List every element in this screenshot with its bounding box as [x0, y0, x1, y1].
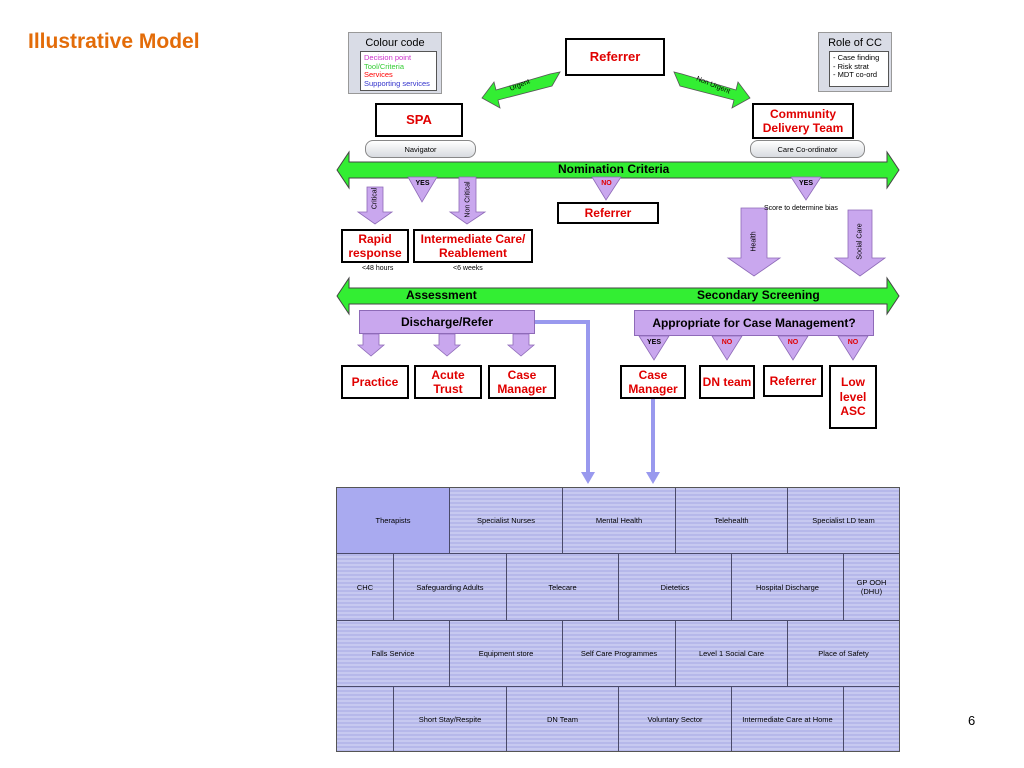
acute-arrow: [432, 333, 462, 357]
assessment-band: [336, 276, 900, 316]
no-mid-arrow: [591, 176, 622, 201]
case-manager-box-left: Case Manager: [488, 365, 556, 399]
legend-decision-point: Decision point: [364, 53, 412, 62]
spa-box: SPA: [375, 103, 463, 137]
services-row-1: Therapists Specialist Nurses Mental Heal…: [337, 488, 899, 554]
practice-box: Practice: [341, 365, 409, 399]
case-manager-arrow: [506, 333, 536, 357]
service-empty: [844, 687, 899, 751]
health-label: Health: [750, 231, 758, 252]
service-place-of-safety: Place of Safety: [788, 621, 899, 687]
answer-no-2-arrow: [777, 335, 809, 361]
service-voluntary-sector: Voluntary Sector: [619, 687, 732, 751]
referrer-box-mid: Referrer: [557, 202, 659, 224]
yes-right-tag: YES: [798, 180, 813, 187]
score-note: Score to determine bias: [764, 205, 838, 212]
nomination-band: [336, 150, 900, 190]
discharge-refer-bar: Discharge/Refer: [359, 310, 535, 334]
urgent-arrow: [481, 71, 561, 109]
services-row-3: Falls Service Equipment store Self Care …: [337, 621, 899, 687]
rapid-response-box: Rapid response: [341, 229, 409, 263]
answer-no-tag: NO: [787, 339, 799, 346]
secondary-screening-label: Secondary Screening: [697, 288, 820, 302]
role-item: - Risk strat: [833, 61, 869, 71]
dn-team-box: DN team: [699, 365, 755, 399]
service-self-care-programmes: Self Care Programmes: [563, 621, 676, 687]
service-mental-health: Mental Health: [563, 488, 676, 554]
yes-left-arrow: [407, 176, 438, 203]
service-gp-ooh: GP OOH (DHU): [844, 554, 899, 621]
service-equipment-store: Equipment store: [450, 621, 563, 687]
practice-arrow: [356, 333, 386, 357]
social-care-label: Social Care: [856, 223, 864, 260]
service-telecare: Telecare: [507, 554, 619, 621]
role-of-cc-legend: Role of CC - Case finding - Risk strat -…: [818, 32, 892, 92]
legend-services: Services: [364, 70, 393, 79]
referrer-box-right: Referrer: [763, 365, 823, 397]
acute-trust-box: Acute Trust: [414, 365, 482, 399]
page-title: Illustrative Model: [28, 30, 200, 53]
answer-yes-arrow: [638, 335, 670, 361]
low-level-asc-box: Low level ASC: [829, 365, 877, 429]
legend-supporting-services: Supporting services: [364, 78, 430, 88]
case-manager-box-right: Case Manager: [620, 365, 686, 399]
service-falls-service: Falls Service: [337, 621, 450, 687]
service-empty: [337, 687, 394, 751]
community-delivery-team-box: Community Delivery Team: [752, 103, 854, 139]
service-safeguarding-adults: Safeguarding Adults: [394, 554, 507, 621]
answer-no-tag: NO: [847, 339, 859, 346]
service-dietetics: Dietetics: [619, 554, 732, 621]
role-item: - Case finding: [833, 53, 880, 62]
answer-no-tag: NO: [721, 339, 733, 346]
service-hospital-discharge: Hospital Discharge: [732, 554, 844, 621]
health-arrow: [726, 207, 782, 277]
answer-no-3-arrow: [837, 335, 869, 361]
services-grid: Therapists Specialist Nurses Mental Heal…: [336, 487, 900, 752]
service-specialist-nurses: Specialist Nurses: [450, 488, 563, 554]
role-item: - MDT co-ord: [833, 70, 878, 79]
answer-yes-tag: YES: [646, 339, 661, 346]
role-of-cc-title: Role of CC: [828, 37, 882, 49]
appropriate-case-management-bar: Appropriate for Case Management?: [634, 310, 874, 336]
intermediate-note: <6 weeks: [453, 265, 483, 272]
social-care-arrow: [833, 209, 887, 277]
service-dn-team: DN Team: [507, 687, 619, 751]
non-urgent-arrow: [673, 71, 751, 109]
colour-code-title: Colour code: [365, 37, 425, 49]
role-of-cc-list: - Case finding - Risk strat - MDT co-ord: [829, 51, 889, 87]
legend-tool-criteria: Tool/Criteria: [364, 61, 405, 71]
critical-label: Critical: [371, 187, 379, 210]
yes-left-tag: YES: [415, 180, 430, 187]
service-level-1-social-care: Level 1 Social Care: [676, 621, 788, 687]
page-number: 6: [968, 713, 976, 728]
nomination-criteria-label: Nomination Criteria: [558, 162, 670, 176]
yes-right-arrow: [790, 176, 822, 201]
services-row-4: Short Stay/Respite DN Team Voluntary Sec…: [337, 687, 899, 751]
discharge-connector: [535, 320, 590, 474]
rapid-note: <48 hours: [362, 265, 394, 272]
service-telehealth: Telehealth: [676, 488, 788, 554]
service-intermediate-care-at-home: Intermediate Care at Home: [732, 687, 844, 751]
answer-no-1-arrow: [711, 335, 743, 361]
services-row-2: CHC Safeguarding Adults Telecare Dieteti…: [337, 554, 899, 621]
care-coordinator-pill: Care Co-ordinator: [750, 140, 865, 158]
no-mid-tag: NO: [601, 180, 612, 187]
referrer-box-top: Referrer: [565, 38, 665, 76]
service-chc: CHC: [337, 554, 394, 621]
colour-code-legend: Colour code Decision point Tool/Criteria…: [348, 32, 442, 94]
colour-code-list: Decision point Tool/Criteria Services Su…: [360, 51, 437, 91]
service-short-stay-respite: Short Stay/Respite: [394, 687, 507, 751]
assessment-label: Assessment: [406, 288, 477, 302]
service-therapists: Therapists: [337, 488, 450, 554]
intermediate-care-box: Intermediate Care/ Reablement: [413, 229, 533, 263]
non-critical-label: Non Critical: [464, 181, 472, 218]
non-critical-arrow: [448, 176, 487, 225]
navigator-pill: Navigator: [365, 140, 476, 158]
critical-arrow: [356, 186, 394, 225]
service-specialist-ld-team: Specialist LD team: [788, 488, 899, 554]
